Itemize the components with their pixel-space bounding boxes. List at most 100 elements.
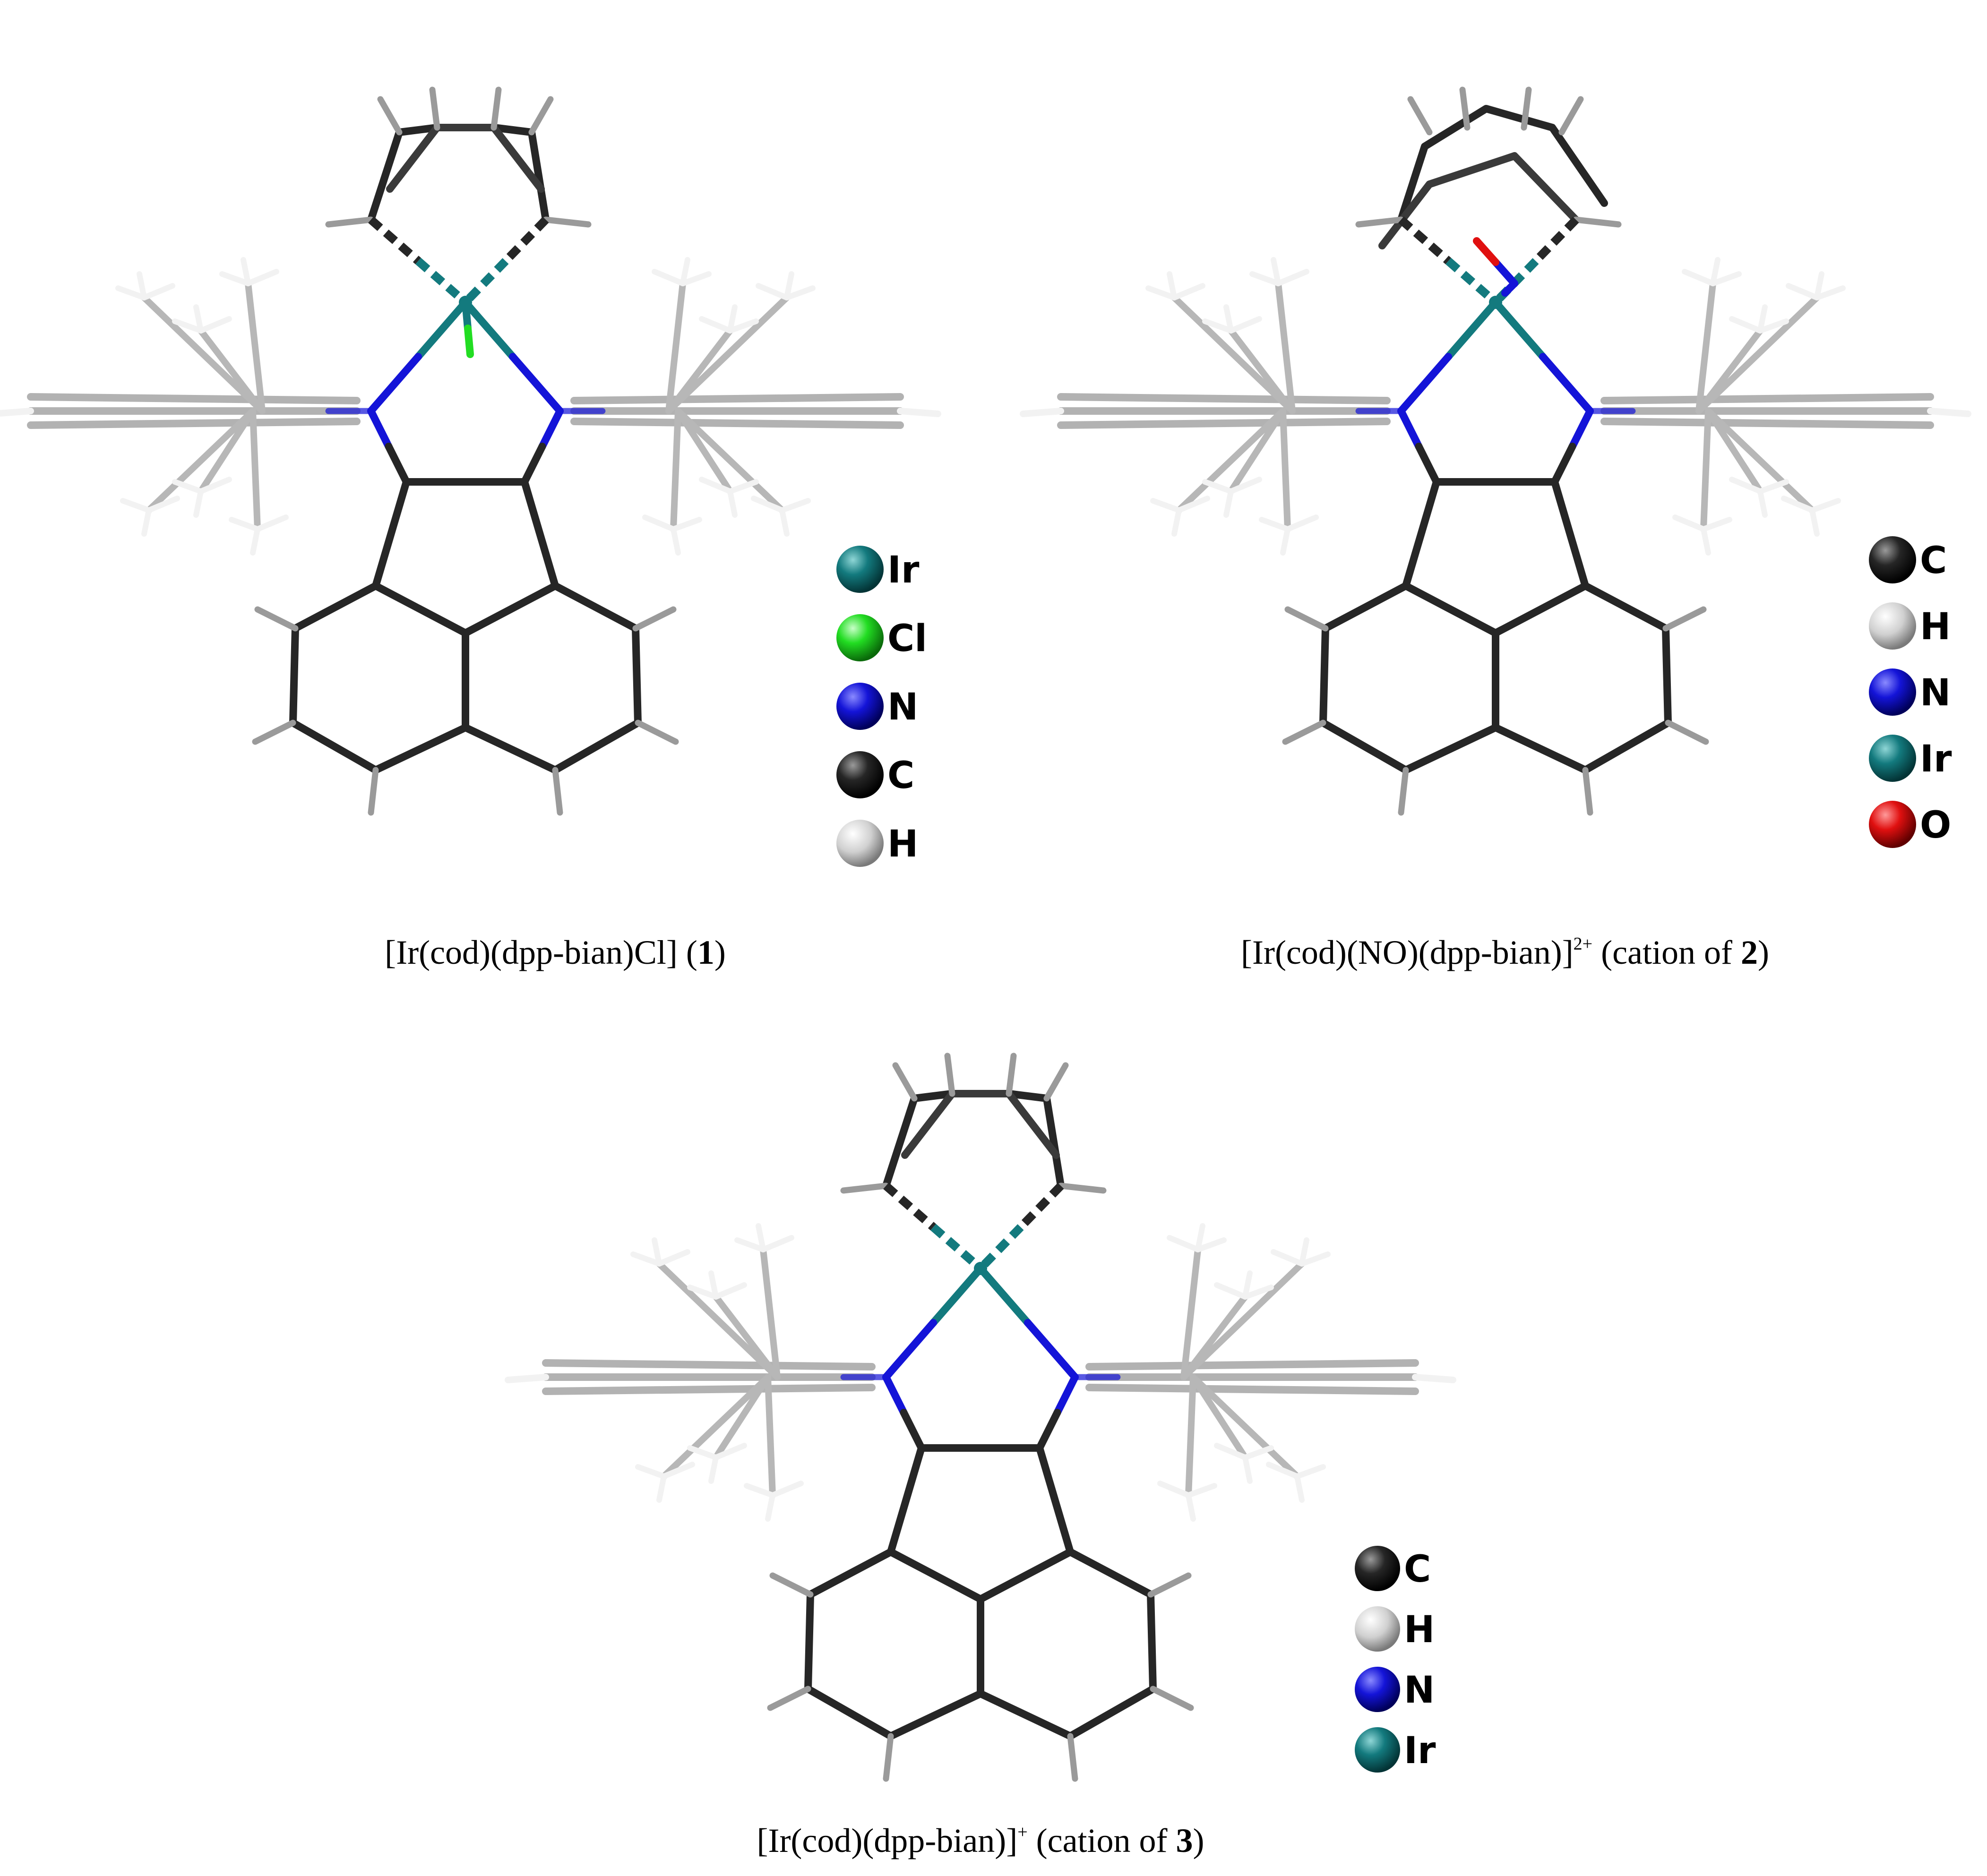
ir-n-bond bbox=[1539, 353, 1594, 415]
isopropyl-arm bbox=[1176, 408, 1286, 514]
methyl-h bbox=[727, 479, 759, 494]
methyl-h bbox=[1145, 285, 1177, 300]
methyl-h bbox=[1259, 517, 1290, 532]
methyl-h bbox=[630, 1251, 662, 1267]
isopropyl-arm bbox=[1700, 408, 1712, 532]
ring-h bbox=[1067, 1733, 1078, 1782]
ir-n-bond bbox=[414, 299, 469, 360]
ring-h bbox=[1150, 1686, 1194, 1711]
methyl-h bbox=[1223, 304, 1234, 334]
methyl-h bbox=[1171, 507, 1182, 537]
legend-label-h: H bbox=[887, 823, 918, 865]
ring-h bbox=[1582, 767, 1593, 816]
ir-n-bond bbox=[1397, 353, 1452, 415]
aryl-h bbox=[897, 408, 941, 417]
isopropyl-arm bbox=[661, 1374, 771, 1480]
isopropyl-arm bbox=[765, 1374, 776, 1499]
methyl-h bbox=[141, 507, 152, 537]
methyl-h bbox=[1214, 1282, 1248, 1300]
methyl-h bbox=[1809, 498, 1841, 513]
ring-h bbox=[1398, 767, 1409, 816]
isopropyl-arm bbox=[1695, 280, 1716, 414]
aryl-ring-edge bbox=[1085, 1384, 1419, 1395]
legend-label-n: N bbox=[1404, 1669, 1435, 1712]
aryl-ring-edge bbox=[1085, 1359, 1419, 1371]
methyl-h bbox=[1729, 316, 1763, 334]
methyl-h bbox=[713, 1443, 747, 1460]
methyl-h bbox=[1299, 1251, 1331, 1267]
aryl-ring-edge bbox=[1057, 418, 1391, 429]
methyl-h bbox=[734, 1237, 766, 1252]
methyl-h bbox=[779, 507, 790, 537]
n-c-bond bbox=[521, 443, 546, 486]
methyl-h bbox=[1729, 477, 1763, 494]
aryl-ring-edge bbox=[570, 393, 904, 404]
cod-h bbox=[1006, 1053, 1017, 1097]
methyl-h bbox=[652, 269, 686, 286]
cod-ligand bbox=[1355, 86, 1622, 306]
cod-h bbox=[1058, 1182, 1107, 1194]
methyl-h bbox=[765, 1492, 775, 1522]
methyl-h bbox=[1266, 1462, 1300, 1479]
ir-olefin-bond bbox=[462, 258, 509, 306]
ir-olefin-bond bbox=[1532, 216, 1579, 264]
legend-swatch-n bbox=[836, 683, 884, 730]
ir-olefin-bond bbox=[415, 257, 468, 306]
methyl-h bbox=[115, 285, 147, 300]
methyl-h bbox=[1710, 257, 1720, 286]
cod-ring-back bbox=[386, 124, 545, 193]
isopropyl-arm bbox=[1275, 280, 1296, 414]
methyl-h bbox=[1249, 271, 1281, 286]
ring-h bbox=[632, 606, 677, 632]
methyl-h bbox=[652, 1237, 662, 1267]
n-c-bond bbox=[882, 1373, 908, 1416]
legend-label-n: N bbox=[1920, 672, 1951, 714]
molecule-2 bbox=[1020, 86, 1971, 816]
aryl-ring-edge bbox=[1600, 393, 1934, 404]
methyl-h bbox=[1223, 488, 1234, 518]
n-c-bond bbox=[900, 1409, 925, 1452]
ring-h bbox=[254, 606, 299, 632]
ring-h bbox=[767, 1686, 811, 1711]
methyl-h bbox=[635, 1464, 667, 1479]
methyl-h bbox=[1202, 479, 1234, 494]
methyl-h bbox=[250, 526, 260, 556]
ir-n-bond bbox=[462, 299, 516, 360]
cod-h bbox=[1558, 96, 1584, 136]
methyl-h bbox=[1280, 526, 1290, 556]
legend-swatch-h bbox=[1355, 1606, 1400, 1652]
aryl-h bbox=[0, 408, 34, 417]
methyl-h bbox=[1186, 1483, 1217, 1498]
isopropyl-arm bbox=[141, 294, 266, 414]
ring-h bbox=[769, 1572, 814, 1598]
legend-label-ir: Ir bbox=[1920, 738, 1952, 780]
ir-n-bond bbox=[1445, 299, 1499, 360]
cod-ring-back bbox=[1378, 152, 1580, 249]
isopropyl-arm bbox=[1171, 294, 1296, 414]
legend-swatch-h bbox=[1869, 602, 1916, 650]
cod-h bbox=[1459, 86, 1471, 131]
five-ring bbox=[887, 1444, 1074, 1603]
ir-olefin-bond bbox=[502, 216, 549, 264]
cod-h bbox=[1521, 86, 1532, 131]
methyl-h bbox=[699, 316, 733, 334]
methyl-h bbox=[120, 498, 152, 513]
ring-h bbox=[552, 767, 563, 816]
legend-swatch-cl bbox=[836, 614, 884, 661]
methyl-h bbox=[1195, 1223, 1205, 1252]
ir-olefin-bond bbox=[1017, 1182, 1064, 1230]
ir-atom bbox=[1489, 296, 1502, 309]
methyl-h bbox=[1757, 318, 1789, 334]
methyl-h bbox=[744, 1483, 775, 1498]
methyl-h bbox=[1186, 1492, 1196, 1522]
ring-h bbox=[883, 1733, 894, 1782]
isopropyl-arm bbox=[665, 280, 686, 414]
cod-h bbox=[840, 1182, 889, 1194]
isopropyl-arm bbox=[1180, 1293, 1248, 1380]
cod-h bbox=[944, 1053, 955, 1097]
methyl-h bbox=[671, 526, 681, 556]
methyl-h bbox=[1757, 488, 1768, 518]
